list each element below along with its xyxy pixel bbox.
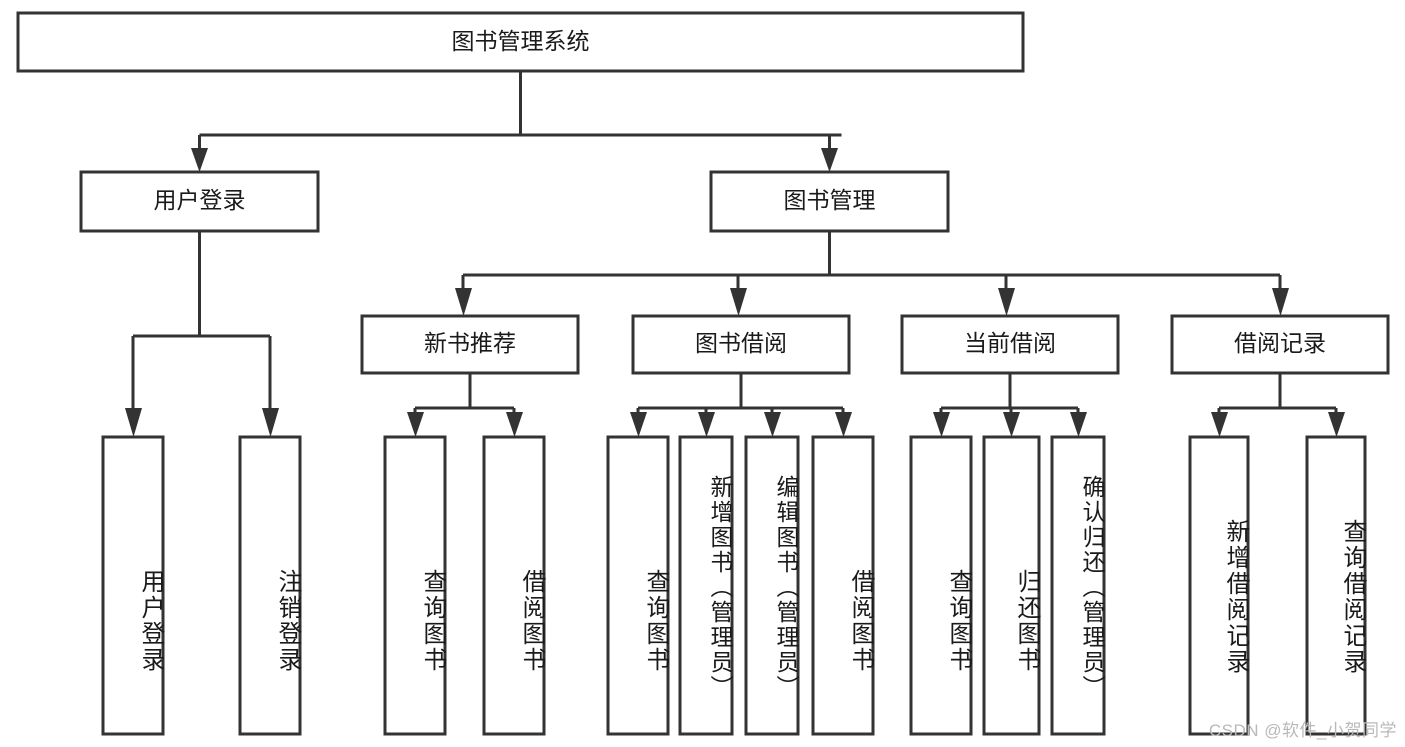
node-leaf-logout[interactable] <box>238 435 302 736</box>
arrow-head-leaf-add-record <box>1211 412 1228 437</box>
node-label-new-book-recommend: 新书推荐 <box>424 330 516 356</box>
node-layer: 图书管理系统 用户登录 图书管理 新书推荐 图书借阅 当前借阅 借阅记录 <box>16 11 1390 736</box>
arrow-head-book-manage <box>821 148 838 172</box>
node-leaf-borrow-book-2[interactable] <box>811 435 875 736</box>
node-leaf-confirm-return[interactable] <box>1050 435 1106 736</box>
arrow-head-leaf-borrow-book-2 <box>835 412 852 437</box>
arrow-head-leaf-add-book <box>698 412 715 437</box>
arrow-head-borrow-record <box>1272 288 1289 316</box>
arrow-head-leaf-return-book <box>1003 412 1020 437</box>
arrow-head-user-login <box>191 148 208 172</box>
node-label-borrow-record: 借阅记录 <box>1234 330 1326 356</box>
node-leaf-query-book-3[interactable] <box>909 435 973 736</box>
node-leaf-borrow-book-1[interactable] <box>482 435 546 736</box>
arrow-head-new-book-rec <box>455 288 472 316</box>
node-label-book-manage: 图书管理 <box>784 187 876 213</box>
node-book-manage[interactable] <box>709 170 950 233</box>
arrow-head-leaf-edit-book <box>764 412 781 437</box>
node-current-borrow[interactable] <box>900 314 1120 375</box>
node-leaf-user-login[interactable] <box>101 435 165 736</box>
node-leaf-query-borrow-record[interactable] <box>1305 435 1367 736</box>
node-label-user-login: 用户登录 <box>154 187 246 213</box>
arrow-head-leaf-user-login <box>125 408 142 437</box>
arrow-head-leaf-query-record <box>1328 412 1345 437</box>
node-borrow-record[interactable] <box>1170 314 1390 375</box>
node-book-borrow[interactable] <box>631 314 851 375</box>
connector-layer <box>125 71 1345 437</box>
arrow-head-leaf-query-book-3 <box>933 412 950 437</box>
node-user-login[interactable] <box>79 170 320 233</box>
arrow-head-leaf-borrow-book-1 <box>506 412 523 437</box>
node-leaf-add-borrow-record[interactable] <box>1188 435 1250 736</box>
node-book-management-system[interactable] <box>16 11 1025 73</box>
node-leaf-query-book-1[interactable] <box>383 435 447 736</box>
node-leaf-edit-book[interactable] <box>744 435 800 736</box>
arrow-head-leaf-logout <box>262 408 279 437</box>
arrow-head-book-borrow <box>730 288 747 316</box>
arrow-head-current-borrow <box>998 288 1015 316</box>
csdn-watermark: CSDN @软件_小贺同学 <box>1208 721 1397 740</box>
node-leaf-return-book[interactable] <box>982 435 1041 736</box>
node-label-current-borrow: 当前借阅 <box>964 330 1056 356</box>
node-leaf-add-book[interactable] <box>678 435 734 736</box>
node-label-book-borrow: 图书借阅 <box>695 330 787 356</box>
arrow-head-leaf-confirm-return <box>1070 412 1087 437</box>
node-label-book-management-system: 图书管理系统 <box>452 28 590 54</box>
node-leaf-query-book-2[interactable] <box>606 435 670 736</box>
arrow-head-leaf-query-book-2 <box>630 412 647 437</box>
node-new-book-recommend[interactable] <box>360 314 580 375</box>
arrow-head-leaf-query-book-1 <box>407 412 424 437</box>
